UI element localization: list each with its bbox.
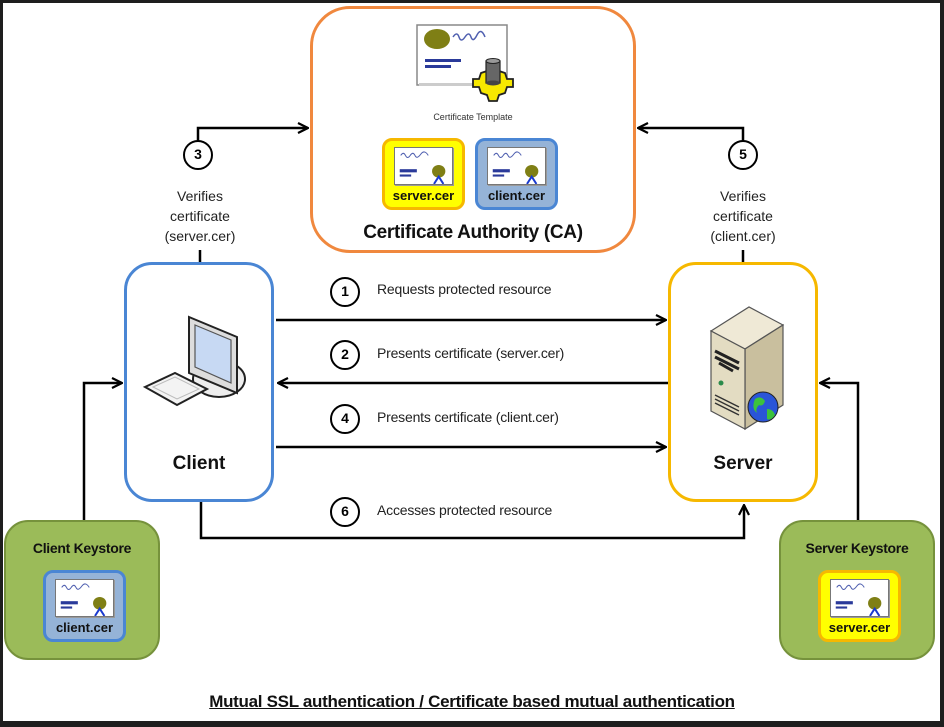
cert-name: client.cer	[487, 188, 546, 203]
step-3-badge: 3	[183, 140, 213, 170]
step-6-badge: 6	[330, 497, 360, 527]
server-tower-globe-icon	[709, 306, 785, 431]
certificate-template-gear-icon	[416, 24, 514, 102]
client-box: Client	[124, 262, 274, 502]
ca-server-cert: server.cer	[382, 138, 465, 210]
arrow-step-5-top	[638, 128, 745, 142]
diagram-title: Mutual SSL authentication / Certificate …	[209, 692, 735, 711]
server-label: Server	[713, 453, 773, 474]
step-2-badge: 2	[330, 340, 360, 370]
arrow-step-6	[199, 502, 744, 540]
verify-line: certificate	[713, 208, 773, 224]
client-keystore-label: Client Keystore	[32, 540, 132, 556]
step-4-badge: 4	[330, 404, 360, 434]
arrow-server-keystore	[820, 383, 860, 520]
desktop-computer-icon	[142, 315, 246, 407]
server-keystore-box: Server Keystore server.cer	[779, 520, 935, 660]
verify-line: Verifies	[720, 188, 766, 204]
client-keystore-cert: client.cer	[43, 570, 126, 642]
server-box: Server	[668, 262, 818, 502]
arrow-client-keystore	[82, 383, 122, 520]
step-2-text: Presents certificate (server.cer)	[377, 345, 565, 361]
server-keystore-cert: server.cer	[818, 570, 901, 642]
verify-line: certificate	[170, 208, 230, 224]
server-keystore-label: Server Keystore	[805, 540, 909, 556]
step-1-badge: 1	[330, 277, 360, 307]
certificate-template-label: Certificate Template	[433, 112, 513, 122]
certificate-icon	[394, 147, 453, 185]
client-label: Client	[172, 453, 226, 474]
ca-label: Certificate Authority (CA)	[363, 222, 583, 243]
verify-line: (client.cer)	[710, 228, 776, 244]
ca-client-cert: client.cer	[475, 138, 558, 210]
cert-name: server.cer	[828, 620, 891, 635]
cert-name: server.cer	[392, 188, 455, 203]
certificate-authority-box: Certificate Template server.cer client.c…	[310, 6, 636, 253]
step-6-text: Accesses protected resource	[377, 502, 553, 518]
verify-line: (server.cer)	[164, 228, 236, 244]
verify-server-cert-text: Verifies certificate (server.cer)	[140, 186, 260, 246]
arrow-step-3-top	[196, 128, 308, 142]
verify-line: Verifies	[177, 188, 223, 204]
certificate-icon	[487, 147, 546, 185]
client-keystore-box: Client Keystore client.cer	[4, 520, 160, 660]
step-5-badge: 5	[728, 140, 758, 170]
verify-client-cert-text: Verifies certificate (client.cer)	[683, 186, 803, 246]
cert-name: client.cer	[55, 620, 114, 635]
step-4-text: Presents certificate (client.cer)	[377, 409, 559, 425]
certificate-icon	[830, 579, 889, 617]
step-1-text: Requests protected resource	[377, 281, 552, 297]
certificate-icon	[55, 579, 114, 617]
